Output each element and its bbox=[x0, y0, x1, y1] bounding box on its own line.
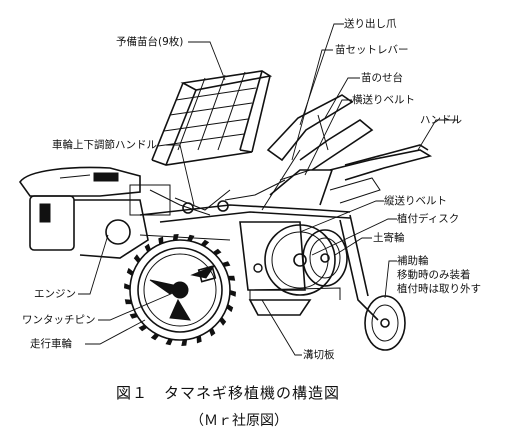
drive-wheel bbox=[124, 234, 236, 346]
handle-bars bbox=[329, 144, 433, 204]
label-vertical-feed-belt: 縦送りベルト bbox=[384, 195, 447, 207]
label-furrow-plate: 溝切板 bbox=[303, 349, 335, 361]
tread-lug bbox=[219, 317, 227, 326]
tread-lug bbox=[181, 339, 188, 346]
leader-lines bbox=[78, 23, 458, 356]
tread-lug bbox=[124, 283, 131, 290]
tread-lug bbox=[228, 275, 236, 281]
tread-lug bbox=[126, 267, 134, 276]
label-drive-wheel: 走行車輪 bbox=[30, 338, 72, 350]
label-seedling-stand: 苗のせ台 bbox=[361, 72, 403, 84]
engine-assembly bbox=[19, 166, 211, 259]
label-engine: エンジン bbox=[34, 288, 76, 300]
tread-lug bbox=[187, 234, 195, 242]
seedling-stand bbox=[266, 94, 374, 206]
tread-lug bbox=[196, 335, 202, 344]
spare-seedling-rack bbox=[151, 70, 273, 166]
tread-lug bbox=[158, 236, 164, 245]
tread-lug bbox=[226, 304, 234, 313]
figure-caption-source: （Ｍｒ社原図） bbox=[190, 413, 288, 429]
label-aux-note-2: 植付時は取り外す bbox=[397, 283, 481, 295]
tread-lug bbox=[133, 254, 141, 263]
tread-lug bbox=[129, 313, 138, 319]
tread-lug bbox=[212, 248, 222, 256]
tread-lug bbox=[209, 327, 216, 337]
label-seedling-set-lever: 苗セットレバー bbox=[335, 44, 409, 56]
tread-lug bbox=[138, 324, 148, 332]
label-feed-claw: 送り出し爪 bbox=[344, 18, 397, 30]
tread-lug bbox=[165, 338, 173, 346]
tread-lug bbox=[229, 290, 236, 297]
tread-lug bbox=[150, 333, 160, 341]
label-one-touch-pin: ワンタッチピン bbox=[22, 314, 96, 326]
frame-linkage bbox=[139, 149, 351, 291]
tread-lug bbox=[172, 234, 179, 241]
figure-caption-title: 図１ タマネギ移植機の構造図 bbox=[116, 384, 341, 402]
label-aux-note-1: 移動時のみ装着 bbox=[397, 269, 471, 281]
label-handle: ハンドル bbox=[420, 114, 462, 126]
tread-lug bbox=[200, 239, 210, 247]
label-soil-wheel: 土寄輪 bbox=[373, 232, 405, 244]
tread-lug bbox=[222, 261, 231, 267]
tread-lug bbox=[144, 243, 151, 253]
tread-lug bbox=[124, 299, 132, 305]
label-planting-disk: 植付ディスク bbox=[397, 213, 460, 225]
soil-covering-wheel bbox=[302, 229, 348, 287]
label-spare-seedling-tray: 予備苗台(9枚) bbox=[116, 36, 184, 48]
label-aux-wheel: 補助輪 bbox=[397, 255, 429, 267]
label-lateral-feed-belt: 横送りベルト bbox=[352, 94, 415, 106]
label-wheel-height-handle: 車輪上下調節ハンドル bbox=[52, 139, 157, 151]
